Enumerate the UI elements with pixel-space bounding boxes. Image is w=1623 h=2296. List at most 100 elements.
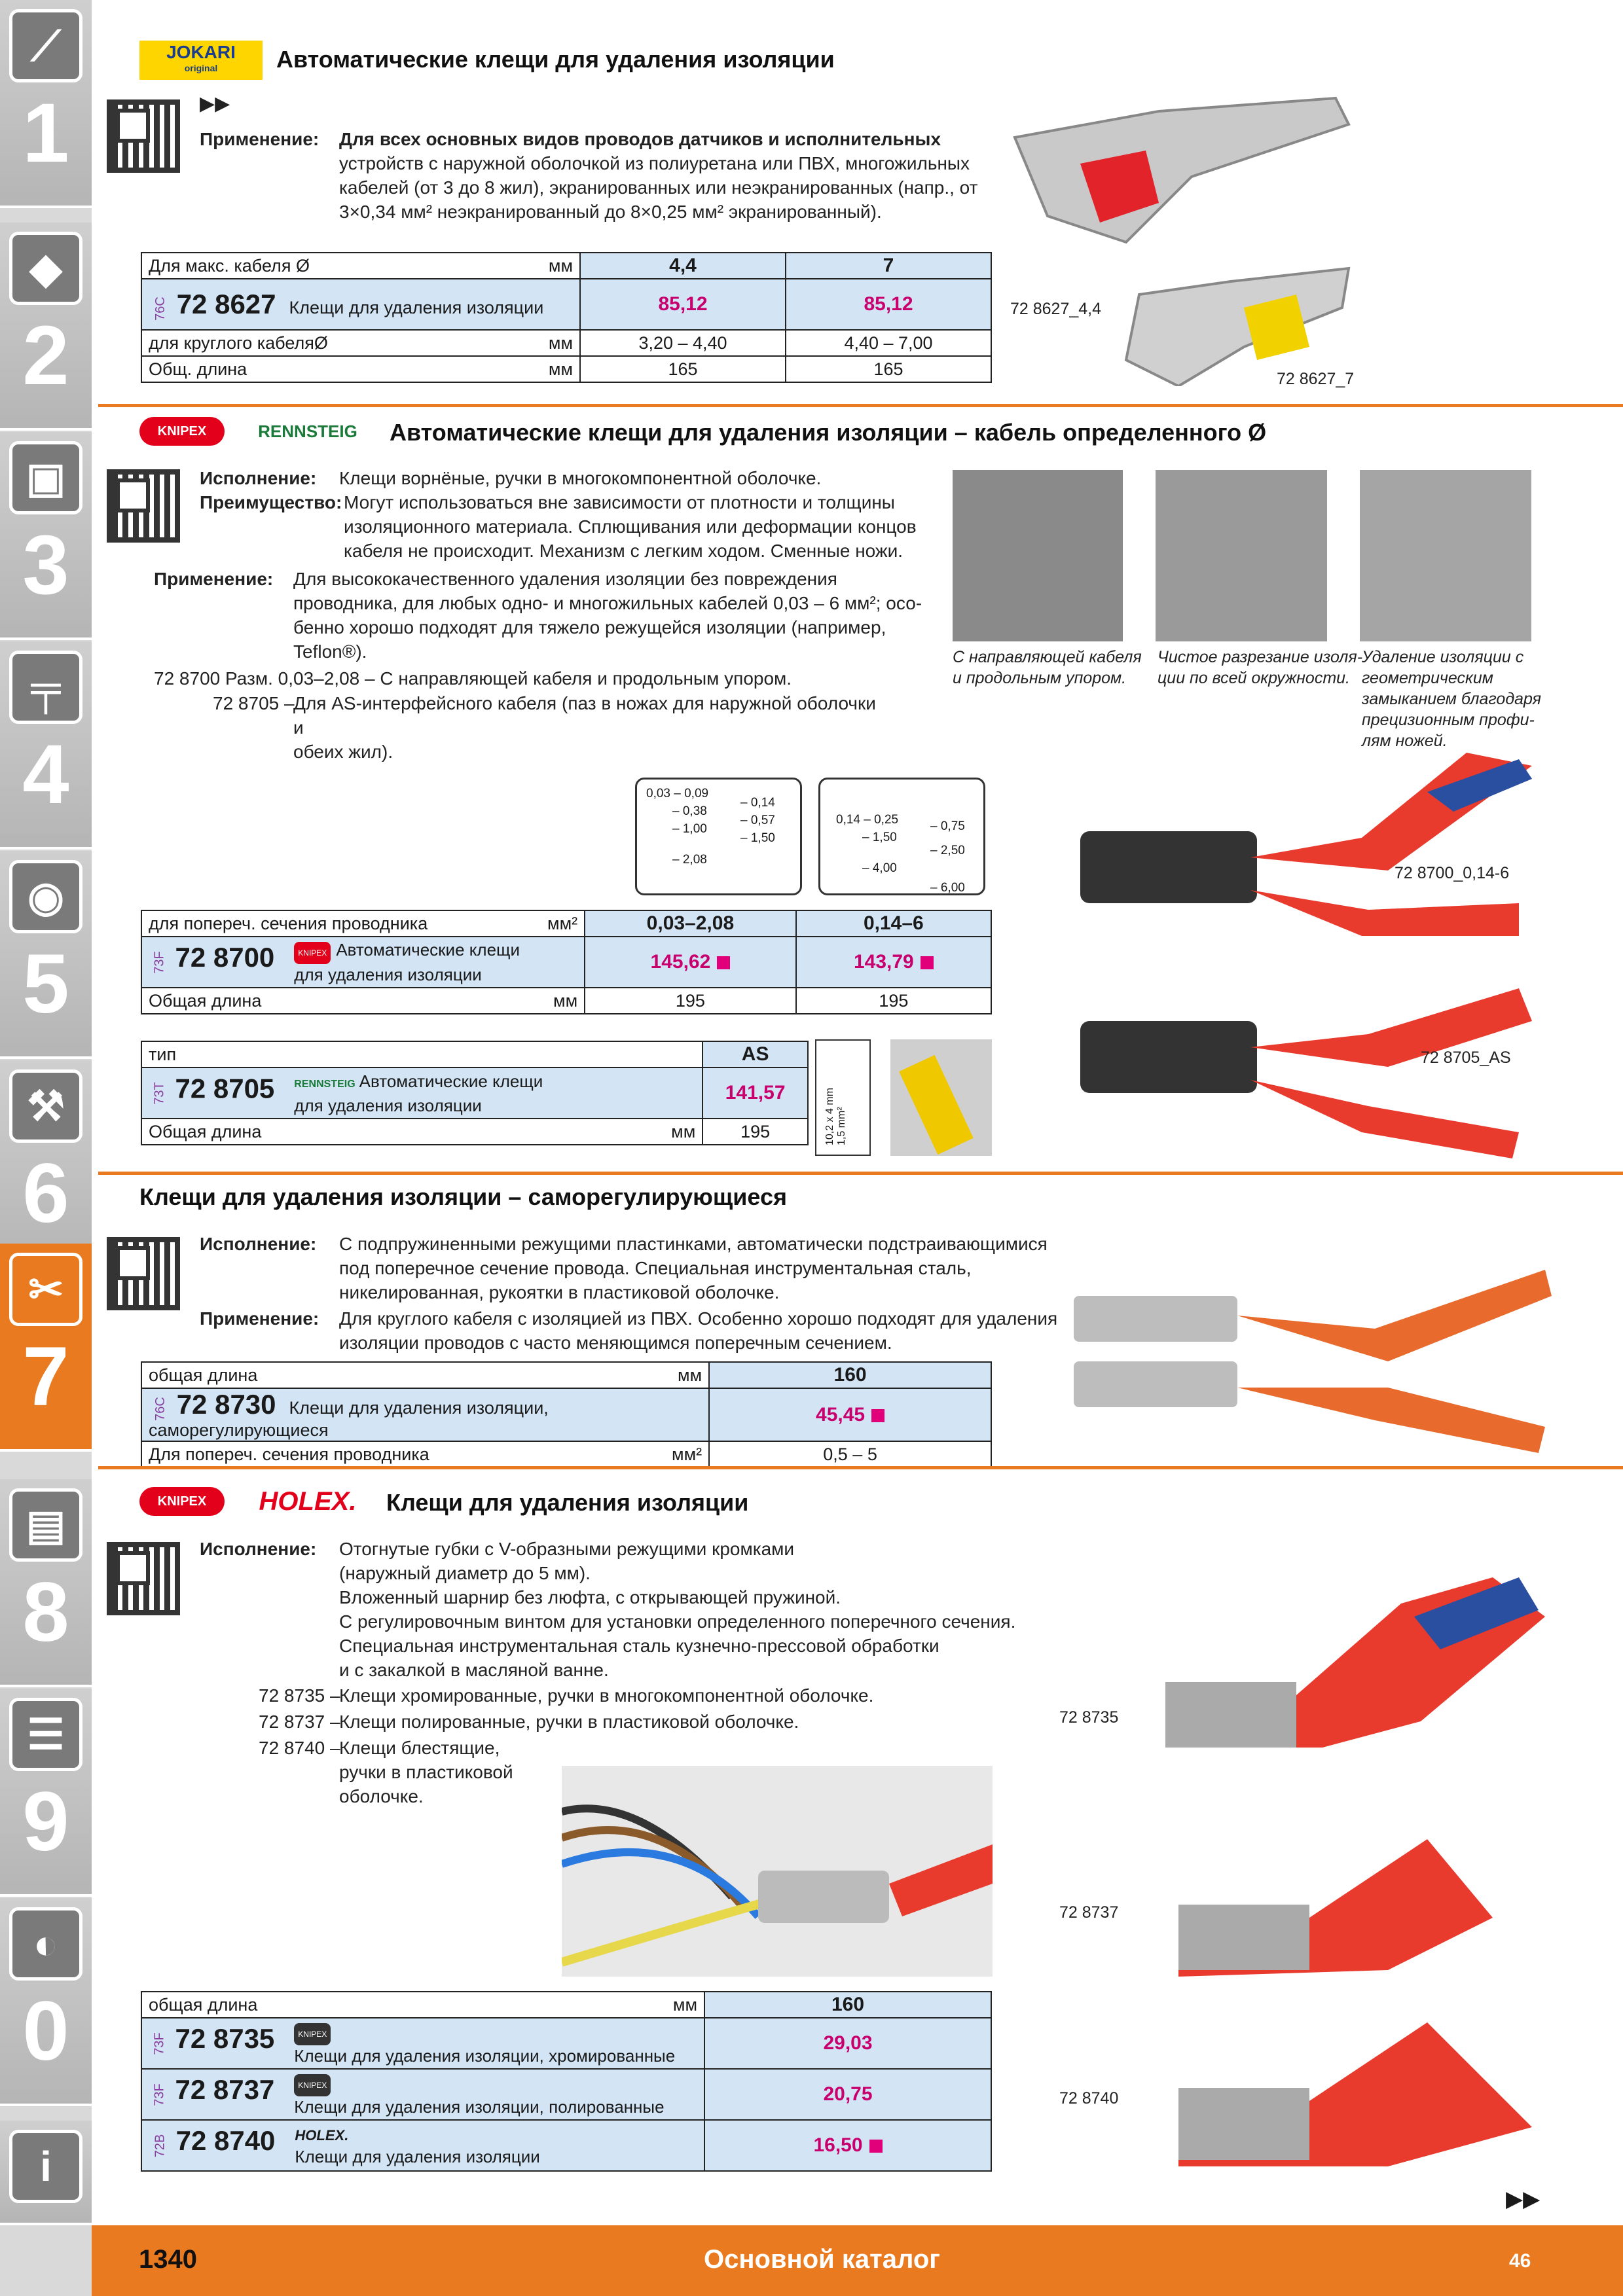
- chapter-tab-4[interactable]: ╤4: [0, 641, 92, 850]
- execution-label: Исполнение:: [200, 1234, 317, 1254]
- detail-photo-cut: [1156, 470, 1327, 641]
- unit: мм: [541, 329, 581, 357]
- chuck-icon: ▣: [9, 441, 82, 514]
- chapter-tab-2[interactable]: ◆2: [0, 223, 92, 431]
- next-page-arrow-icon[interactable]: ▶▶: [1506, 2187, 1541, 2212]
- blade-profile-diagram-2: 0,14 – 0,25– 1,50– 4,00 – 0,75– 2,50– 6,…: [818, 778, 985, 895]
- chapter-tab-0[interactable]: ◐0: [0, 1898, 92, 2106]
- knipex-auto-stripper-image: [1080, 753, 1532, 1158]
- chapter-tab-7[interactable]: ✂7: [0, 1244, 92, 1452]
- wire-stripping-photo: [562, 1766, 993, 1977]
- section-title: Клещи для удаления изоляции: [386, 1489, 749, 1516]
- price: 29,03: [704, 2017, 992, 2070]
- price: 143,79: [795, 936, 993, 988]
- group-code: 76C: [153, 1397, 168, 1422]
- qr-code[interactable]: [103, 1233, 184, 1314]
- chapter-tab-6[interactable]: ⚒6: [0, 1060, 92, 1268]
- group-code: 72B: [153, 2134, 168, 2157]
- variant-text: Клещи полированные, ручки в пластиковой …: [339, 1712, 799, 1732]
- chapter-tab-1[interactable]: ⟋1: [0, 0, 92, 208]
- cell: 195: [795, 987, 993, 1014]
- qr-code[interactable]: [103, 96, 184, 177]
- chapter-tab-info[interactable]: i: [0, 2121, 92, 2225]
- blade-profile-diagram-1: 0,03 – 0,09– 0,38– 1,00– 2,08 – 0,14– 0,…: [635, 778, 802, 895]
- cell: 165: [579, 355, 786, 383]
- drill-icon: ⟋: [9, 9, 82, 82]
- chapter-number: 8: [22, 1566, 69, 1659]
- application-label: Применение:: [200, 129, 319, 149]
- execution-text: С подпружиненными режущими пластинками, …: [339, 1234, 1048, 1302]
- section-divider: [98, 1466, 1623, 1469]
- variant-text: Клещи хромированные, ручки в многокомпон…: [339, 1685, 874, 1706]
- chapter-number: 3: [22, 518, 69, 612]
- chapter-tab-8[interactable]: ▤8: [0, 1479, 92, 1687]
- variant-728700: 72 8700 Разм. 0,03–2,08 – С направляющей…: [154, 668, 792, 689]
- execution-label: Исполнение:: [200, 1539, 317, 1559]
- info-icon: i: [9, 2130, 82, 2203]
- price: 85,12: [579, 278, 786, 331]
- unit: мм: [665, 1991, 705, 2018]
- chapter-number: 2: [22, 309, 69, 403]
- section-title: Автоматические клещи для удаления изоляц…: [276, 46, 835, 73]
- page-footer: 1340 Основной каталог 46: [92, 2225, 1623, 2296]
- toolbox-icon: ▤: [9, 1488, 82, 1562]
- catalog-title: Основной каталог: [704, 2245, 940, 2274]
- image-caption: 72 8705_AS: [1421, 1049, 1511, 1067]
- cell: 195: [702, 1118, 809, 1145]
- cutting-insert-icon: ◆: [9, 232, 82, 305]
- unit: мм: [541, 355, 581, 383]
- execution-text: Отогнутые губки с V-образными режущими к…: [339, 1539, 1016, 1680]
- qr-code[interactable]: [103, 465, 184, 547]
- section-divider: [98, 1172, 1623, 1175]
- unit: мм: [665, 1361, 710, 1389]
- jokari-stripper-image: [1013, 96, 1351, 386]
- stripping-pliers-image: [1165, 1577, 1545, 2166]
- section-title: Автоматические клещи для удаления изоляц…: [390, 419, 1267, 446]
- chapter-tab-5[interactable]: ◉5: [0, 851, 92, 1059]
- group-code: 73F: [152, 950, 167, 974]
- detail-photo-guide: [953, 470, 1123, 641]
- image-caption: 72 8737: [1059, 1903, 1119, 1922]
- article-number: 72 8735: [175, 2023, 275, 2054]
- unit: мм: [541, 252, 581, 279]
- photo-caption: Чистое разрезание изоля-ции по всей окру…: [1158, 648, 1363, 687]
- article-description: HOLEX.Клещи для удаления изоляции: [295, 2127, 540, 2166]
- section-divider: [98, 404, 1623, 407]
- article-number: 72 8730: [176, 1389, 276, 1420]
- cell: 0,5 – 5: [708, 1441, 992, 1468]
- article-description: Клещи для удаления изоляции: [289, 298, 544, 317]
- cell: 3,20 – 4,40: [579, 329, 786, 357]
- chapter-tab-9[interactable]: ☰9: [0, 1689, 92, 1897]
- cabinet-icon: ☰: [9, 1698, 82, 1771]
- pliers-icon: ✂: [9, 1253, 82, 1326]
- article-description: Клещи для удаления изоляции, саморегулир…: [149, 1398, 549, 1440]
- footer-index: 46: [1509, 2250, 1531, 2272]
- chapter-tab-3[interactable]: ▣3: [0, 432, 92, 640]
- advantage-label: Преимущество:: [200, 492, 342, 512]
- size-value: 0,03–2,08: [584, 910, 797, 937]
- chapter-sidebar: ⟋1 ◆2 ▣3 ╤4 ◉5 ⚒6 ✂7 ▤8 ☰9 ◐0 i: [0, 0, 92, 2296]
- unit: мм²: [541, 910, 586, 937]
- qr-code[interactable]: [103, 1538, 184, 1619]
- cell: 165: [785, 355, 992, 383]
- chapter-number: 6: [22, 1147, 69, 1240]
- group-code: 76C: [153, 296, 168, 321]
- section-title: Клещи для удаления изоляции – саморегули…: [139, 1183, 787, 1210]
